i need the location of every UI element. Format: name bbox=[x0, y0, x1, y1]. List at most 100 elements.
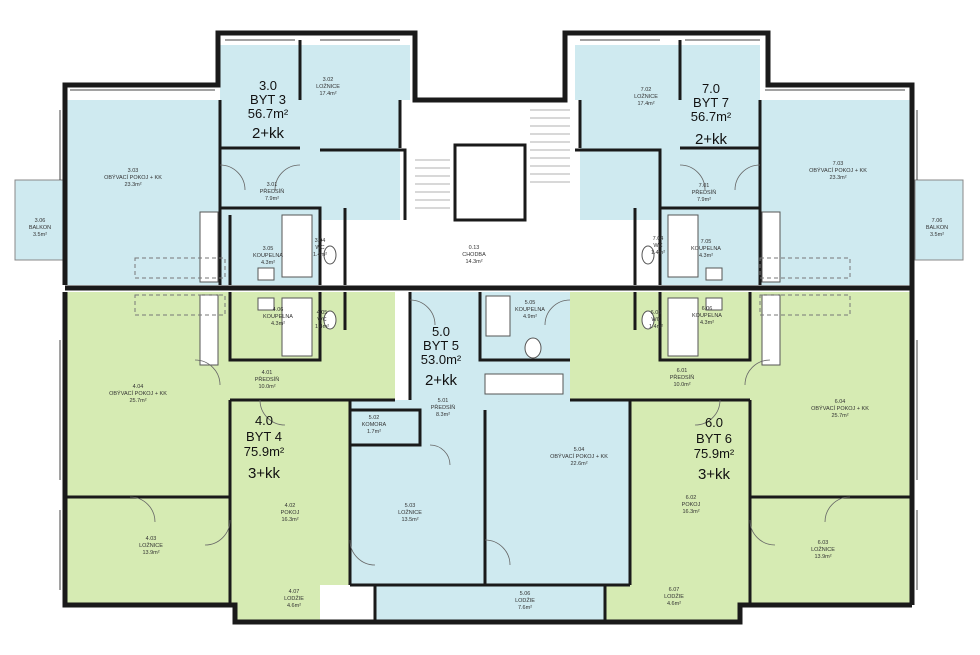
room-4-03-area: 13.9m² bbox=[142, 550, 159, 556]
balkon-3-06 bbox=[14, 179, 66, 261]
byt3-area bbox=[65, 45, 410, 285]
bath-5-shower bbox=[485, 295, 511, 337]
dashed-outline-7 bbox=[759, 257, 851, 279]
room-6-01-name: PŘEDSÍŇ bbox=[670, 373, 694, 381]
byt4-area: 75.9m² bbox=[244, 444, 285, 459]
sink-4 bbox=[257, 297, 275, 311]
byt6-number: 6.0 bbox=[705, 415, 723, 430]
room-6-04-name: OBÝVACÍ POKOJ + KK bbox=[811, 405, 869, 412]
room-3-06-area: 3.5m² bbox=[33, 232, 47, 238]
room-4-06-code: 4.06 bbox=[273, 307, 284, 313]
corridor-0-13 bbox=[350, 220, 632, 288]
room-4-05-area: 1.4m² bbox=[315, 324, 329, 330]
byt4-number: 4.0 bbox=[255, 413, 273, 428]
room-4-04-area: 25.7m² bbox=[129, 398, 146, 404]
byt3-type: 2+kk bbox=[252, 125, 285, 142]
room-0-13-name: CHODBA bbox=[462, 252, 486, 258]
bathtub-4 bbox=[281, 297, 313, 357]
room-4-03-name: LOŽNICE bbox=[139, 541, 163, 549]
room-5-05-code: 5.05 bbox=[525, 300, 536, 306]
room-3-03-area: 23.3m² bbox=[124, 182, 141, 188]
byt5-name: BYT 5 bbox=[423, 338, 459, 353]
door-swings bbox=[129, 164, 851, 566]
room-5-02-name: KOMORA bbox=[362, 422, 387, 428]
room-4-07-area: 4.6m² bbox=[287, 603, 301, 609]
interior-walls bbox=[65, 40, 910, 622]
room-5-04-code: 5.04 bbox=[574, 447, 585, 453]
dashed-outline-4 bbox=[134, 294, 226, 316]
wc-7 bbox=[641, 245, 655, 265]
byt7-number: 7.0 bbox=[702, 81, 720, 96]
room-3-05-code: 3.05 bbox=[263, 246, 274, 252]
byt7-area: 56.7m² bbox=[691, 109, 732, 124]
room-4-02-code: 4.02 bbox=[285, 503, 296, 509]
room-4-05-code: 4.05 bbox=[317, 310, 328, 316]
room-6-03-name: LOŽNICE bbox=[811, 545, 835, 553]
room-5-04-area: 22.6m² bbox=[570, 461, 587, 467]
room-7-04-name: WC bbox=[653, 243, 662, 249]
room-7-05-code: 7.05 bbox=[701, 239, 712, 245]
sink-6 bbox=[705, 297, 723, 311]
room-5-06-code: 5.06 bbox=[520, 591, 531, 597]
room-4-02-name: POKOJ bbox=[281, 510, 300, 516]
byt5-number: 5.0 bbox=[432, 324, 450, 339]
room-5-02-code: 5.02 bbox=[369, 415, 380, 421]
fixtures bbox=[134, 211, 851, 395]
room-3-04-area: 1.4m² bbox=[313, 252, 327, 258]
room-5-02-area: 1.7m² bbox=[367, 429, 381, 435]
stair-treads bbox=[415, 109, 570, 209]
room-labels: 3.02 LOŽNICE 17.4m² 3.03 OBÝVACÍ POKOJ +… bbox=[29, 77, 948, 611]
room-5-06-area: 7.6m² bbox=[518, 605, 532, 611]
room-3-06-name: BALKON bbox=[29, 225, 51, 231]
byt3-area: 56.7m² bbox=[248, 106, 289, 121]
room-7-03-name: OBÝVACÍ POKOJ + KK bbox=[809, 167, 867, 174]
room-6-02-code: 6.02 bbox=[686, 495, 697, 501]
bathtub-7 bbox=[667, 214, 699, 278]
room-4-02-area: 16.3m² bbox=[281, 517, 298, 523]
byt5-area: 53.0m² bbox=[421, 352, 462, 367]
room-7-04-area: 1.4m² bbox=[651, 250, 665, 256]
room-3-04-name: WC bbox=[315, 245, 324, 251]
room-3-05-name: KOUPELNA bbox=[253, 253, 283, 259]
room-7-05-name: KOUPELNA bbox=[691, 246, 721, 252]
dashed-outline-6 bbox=[759, 294, 851, 316]
kitchen-3 bbox=[199, 211, 219, 283]
room-6-05-area: 1.4m² bbox=[649, 324, 663, 330]
room-6-03-area: 13.9m² bbox=[814, 554, 831, 560]
room-3-03-name: OBÝVACÍ POKOJ + KK bbox=[104, 174, 162, 181]
room-5-05-area: 4.9m² bbox=[523, 314, 537, 320]
room-4-01-area: 10.0m² bbox=[258, 384, 275, 390]
room-3-01-name: PŘEDSÍŇ bbox=[260, 187, 284, 195]
apartment-fills bbox=[14, 45, 964, 620]
wc-6 bbox=[641, 310, 655, 330]
room-6-06-name: KOUPELNA bbox=[692, 313, 722, 319]
room-0-13-area: 14.3m² bbox=[465, 259, 482, 265]
room-6-05-code: 6.05 bbox=[651, 310, 662, 316]
byt4-name: BYT 4 bbox=[246, 429, 282, 444]
room-7-06-code: 7.06 bbox=[932, 218, 943, 224]
room-3-03-code: 3.03 bbox=[128, 168, 139, 174]
room-7-01-code: 7.01 bbox=[699, 183, 710, 189]
byt6-type: 3+kk bbox=[698, 466, 731, 483]
byt6-area: 75.9m² bbox=[694, 446, 735, 461]
room-7-03-area: 23.3m² bbox=[829, 175, 846, 181]
room-4-01-name: PŘEDSÍŇ bbox=[255, 375, 279, 383]
room-6-07-name: LODŽIE bbox=[664, 592, 684, 600]
exterior-walls bbox=[62, 30, 915, 625]
windows bbox=[59, 39, 918, 590]
byt4-type: 3+kk bbox=[248, 465, 281, 482]
room-6-03-code: 6.03 bbox=[818, 540, 829, 546]
byt6-name: BYT 6 bbox=[696, 431, 732, 446]
room-3-01-area: 7.9m² bbox=[265, 196, 279, 202]
room-7-02-code: 7.02 bbox=[641, 87, 652, 93]
room-0-13-code: 0.13 bbox=[469, 245, 480, 251]
room-6-01-area: 10.0m² bbox=[673, 382, 690, 388]
room-3-02-area: 17.4m² bbox=[319, 91, 336, 97]
room-4-01-code: 4.01 bbox=[262, 370, 273, 376]
room-7-02-area: 17.4m² bbox=[637, 101, 654, 107]
room-5-01-code: 5.01 bbox=[438, 398, 449, 404]
room-5-01-area: 8.3m² bbox=[436, 412, 450, 418]
room-3-01-code: 3.01 bbox=[267, 182, 278, 188]
room-4-03-code: 4.03 bbox=[146, 536, 157, 542]
